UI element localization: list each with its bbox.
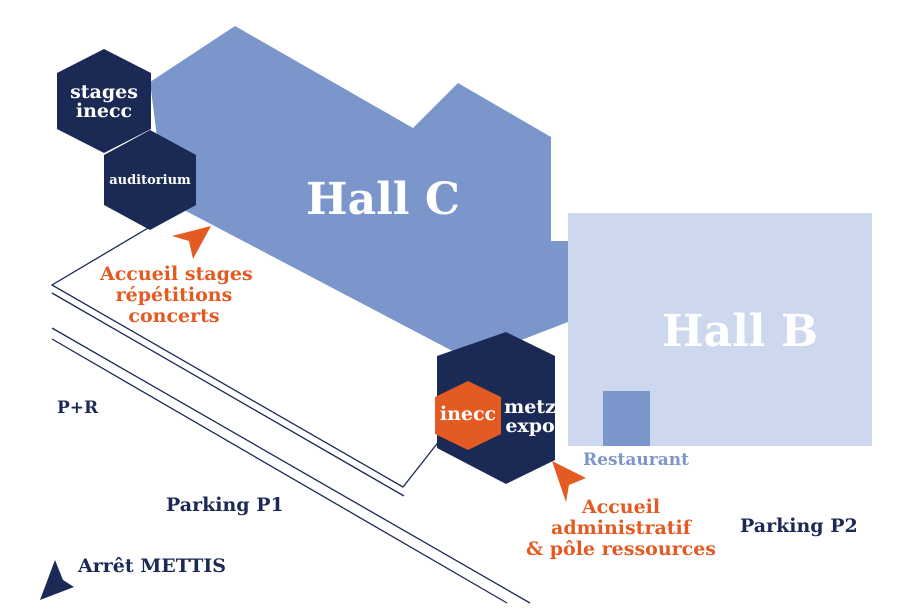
parking-p2-label: Parking P2 bbox=[740, 515, 858, 537]
metz-expo-label: metz expo bbox=[501, 398, 559, 436]
road-line-2 bbox=[51, 327, 531, 604]
accueil-stages-line-1: Accueil stages bbox=[100, 263, 253, 285]
stages-inecc-label: stages inecc bbox=[57, 83, 151, 121]
accueil-admin-line-2: administratif bbox=[551, 517, 691, 539]
restaurant-building[interactable] bbox=[603, 391, 650, 446]
mettis-stop-arrow-icon bbox=[40, 560, 74, 600]
auditorium-label: auditorium bbox=[109, 173, 191, 188]
stages-inecc-hexagon[interactable] bbox=[57, 49, 151, 153]
road-line-3 bbox=[51, 338, 508, 604]
parking-p1-label: Parking P1 bbox=[166, 494, 284, 516]
accueil-stages-label: Accueil stages répétitions concerts bbox=[100, 263, 253, 327]
metz-expo-line-1: metz bbox=[504, 396, 556, 418]
p-plus-r-label: P+R bbox=[57, 398, 99, 418]
road-lines bbox=[50, 214, 531, 604]
hall-c-building[interactable] bbox=[150, 26, 568, 356]
stages-inecc-line-1: stages bbox=[70, 81, 138, 103]
restaurant-label: Restaurant bbox=[583, 450, 689, 470]
inecc-hexagon[interactable] bbox=[435, 381, 501, 450]
inecc-label: inecc bbox=[439, 403, 497, 425]
hall-c-label: Hall C bbox=[306, 174, 460, 225]
accueil-admin-label: Accueil administratif & pôle ressources bbox=[526, 497, 716, 560]
metz-expo-line-2: expo bbox=[505, 415, 555, 437]
arret-mettis-label: Arrêt METTIS bbox=[78, 555, 226, 577]
accueil-stages-line-2: répétitions bbox=[115, 284, 233, 306]
accueil-admin-line-3: & pôle ressources bbox=[526, 538, 716, 560]
forecourt-outline bbox=[50, 214, 441, 488]
entrance-arrow-icon bbox=[552, 461, 586, 502]
auditorium-hexagon[interactable] bbox=[104, 130, 196, 230]
road-line-1 bbox=[51, 292, 405, 497]
accueil-admin-line-1: Accueil bbox=[581, 496, 661, 518]
stages-inecc-line-2: inecc bbox=[75, 100, 133, 122]
accueil-stages-line-3: concerts bbox=[128, 305, 220, 327]
entrance-arrow-icon bbox=[172, 226, 211, 259]
hall-b-label: Hall B bbox=[662, 306, 819, 357]
